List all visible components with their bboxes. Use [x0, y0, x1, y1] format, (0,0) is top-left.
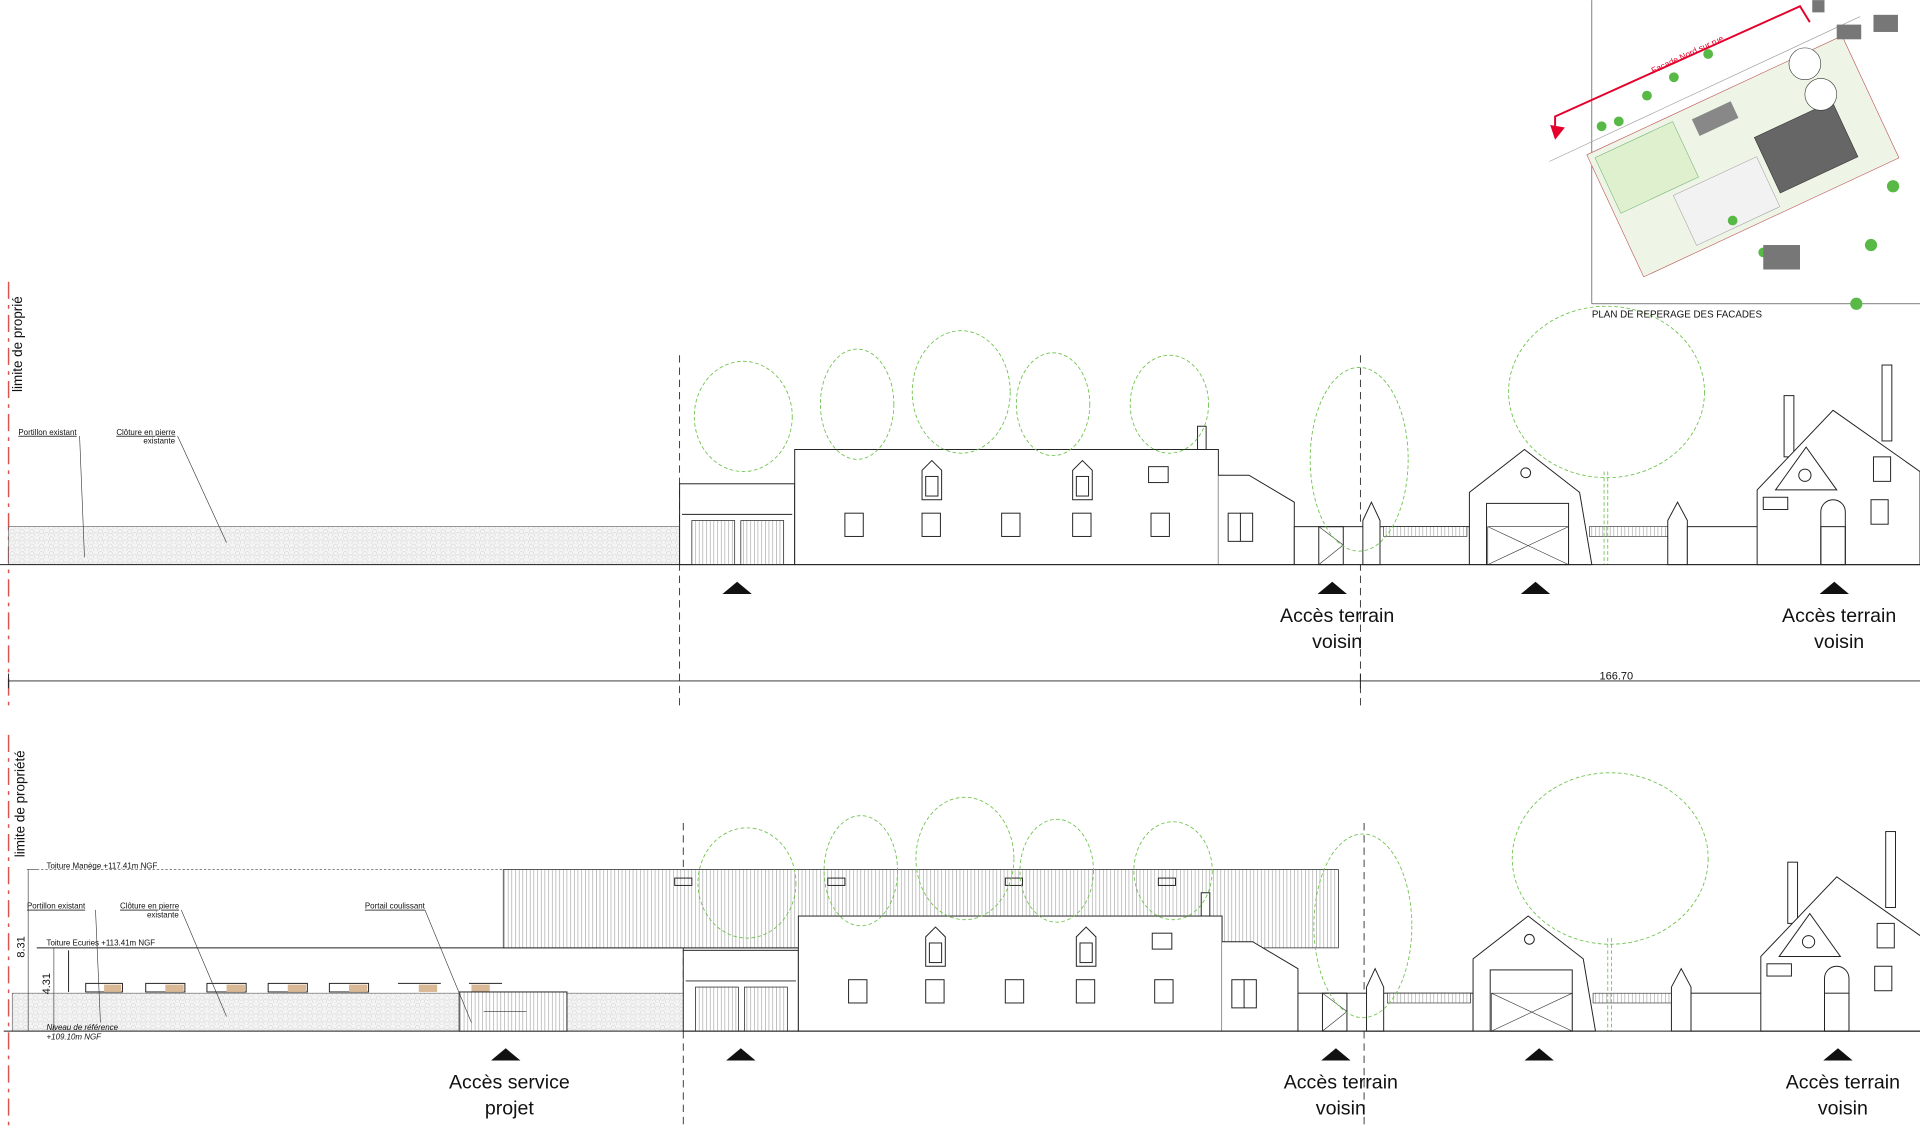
toiture-manege-label: Toiture Manège +117.41m NGF: [47, 861, 158, 870]
portillon-label: Portillon existant: [27, 902, 86, 911]
access-label: Accès terrain: [1786, 1072, 1900, 1094]
north-elevation-project: limite de propriété 8.31 4.31 Toiture Ma…: [3, 750, 1920, 1119]
location-plan: Facade Nord sur rue PLAN DE REPERAGE DES…: [1549, 0, 1920, 320]
dimension-total: 8.31: [15, 936, 27, 957]
plan-title: PLAN DE REPERAGE DES FACADES: [1592, 309, 1763, 320]
stable-boxes: [85, 982, 503, 993]
niveau-label-2: +109.10m NGF: [47, 1033, 103, 1042]
property-limit-label: limite de proprié: [10, 296, 25, 392]
portail-label: Portail coulissant: [365, 902, 426, 911]
cloture-label-1: Clôture en pierre: [120, 902, 180, 911]
access-service-label: projet: [485, 1097, 535, 1119]
toiture-ecuries-label: Toiture Ecuries +113.41m NGF: [47, 938, 156, 947]
north-elevation-existing: limite de proprié Portillon existant Clô…: [0, 296, 1920, 689]
dimension-label: 166.70: [1599, 671, 1633, 683]
cloture-label-1: Clôture en pierre: [116, 428, 176, 437]
dimension-ecuries: 4.31: [41, 973, 53, 994]
access-label: voisin: [1316, 1097, 1366, 1119]
access-label: Accès terrain: [1280, 605, 1394, 627]
access-service-label: Accès service: [449, 1072, 570, 1094]
access-label: voisin: [1818, 1097, 1868, 1119]
access-markers: [722, 581, 1849, 594]
access-label: voisin: [1814, 631, 1864, 653]
access-label: Accès terrain: [1782, 605, 1896, 627]
cloture-label-2: existante: [147, 910, 179, 919]
niveau-label-1: Niveau de référence: [47, 1023, 119, 1032]
access-markers: [491, 1048, 1853, 1061]
access-label: Accès terrain: [1284, 1072, 1398, 1094]
access-label: voisin: [1312, 631, 1362, 653]
cloture-label-2: existante: [143, 436, 175, 445]
property-limit-label: limite de propriété: [12, 750, 27, 857]
portillon-label: Portillon existant: [18, 428, 77, 437]
